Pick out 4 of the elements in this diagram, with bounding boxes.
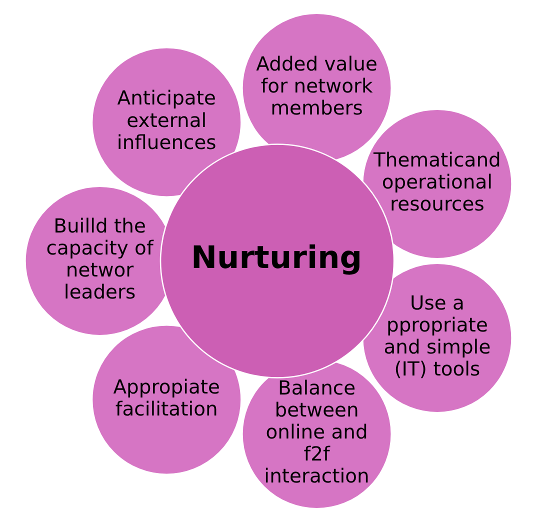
- node-circle: Anticipate external influences: [91, 46, 242, 198]
- node-circle: Appropiate facilitation: [91, 324, 242, 476]
- node-circle: Thematicand operational resources: [362, 108, 512, 260]
- node-circle: Use a ppropriate and simple (IT) tools: [362, 262, 512, 414]
